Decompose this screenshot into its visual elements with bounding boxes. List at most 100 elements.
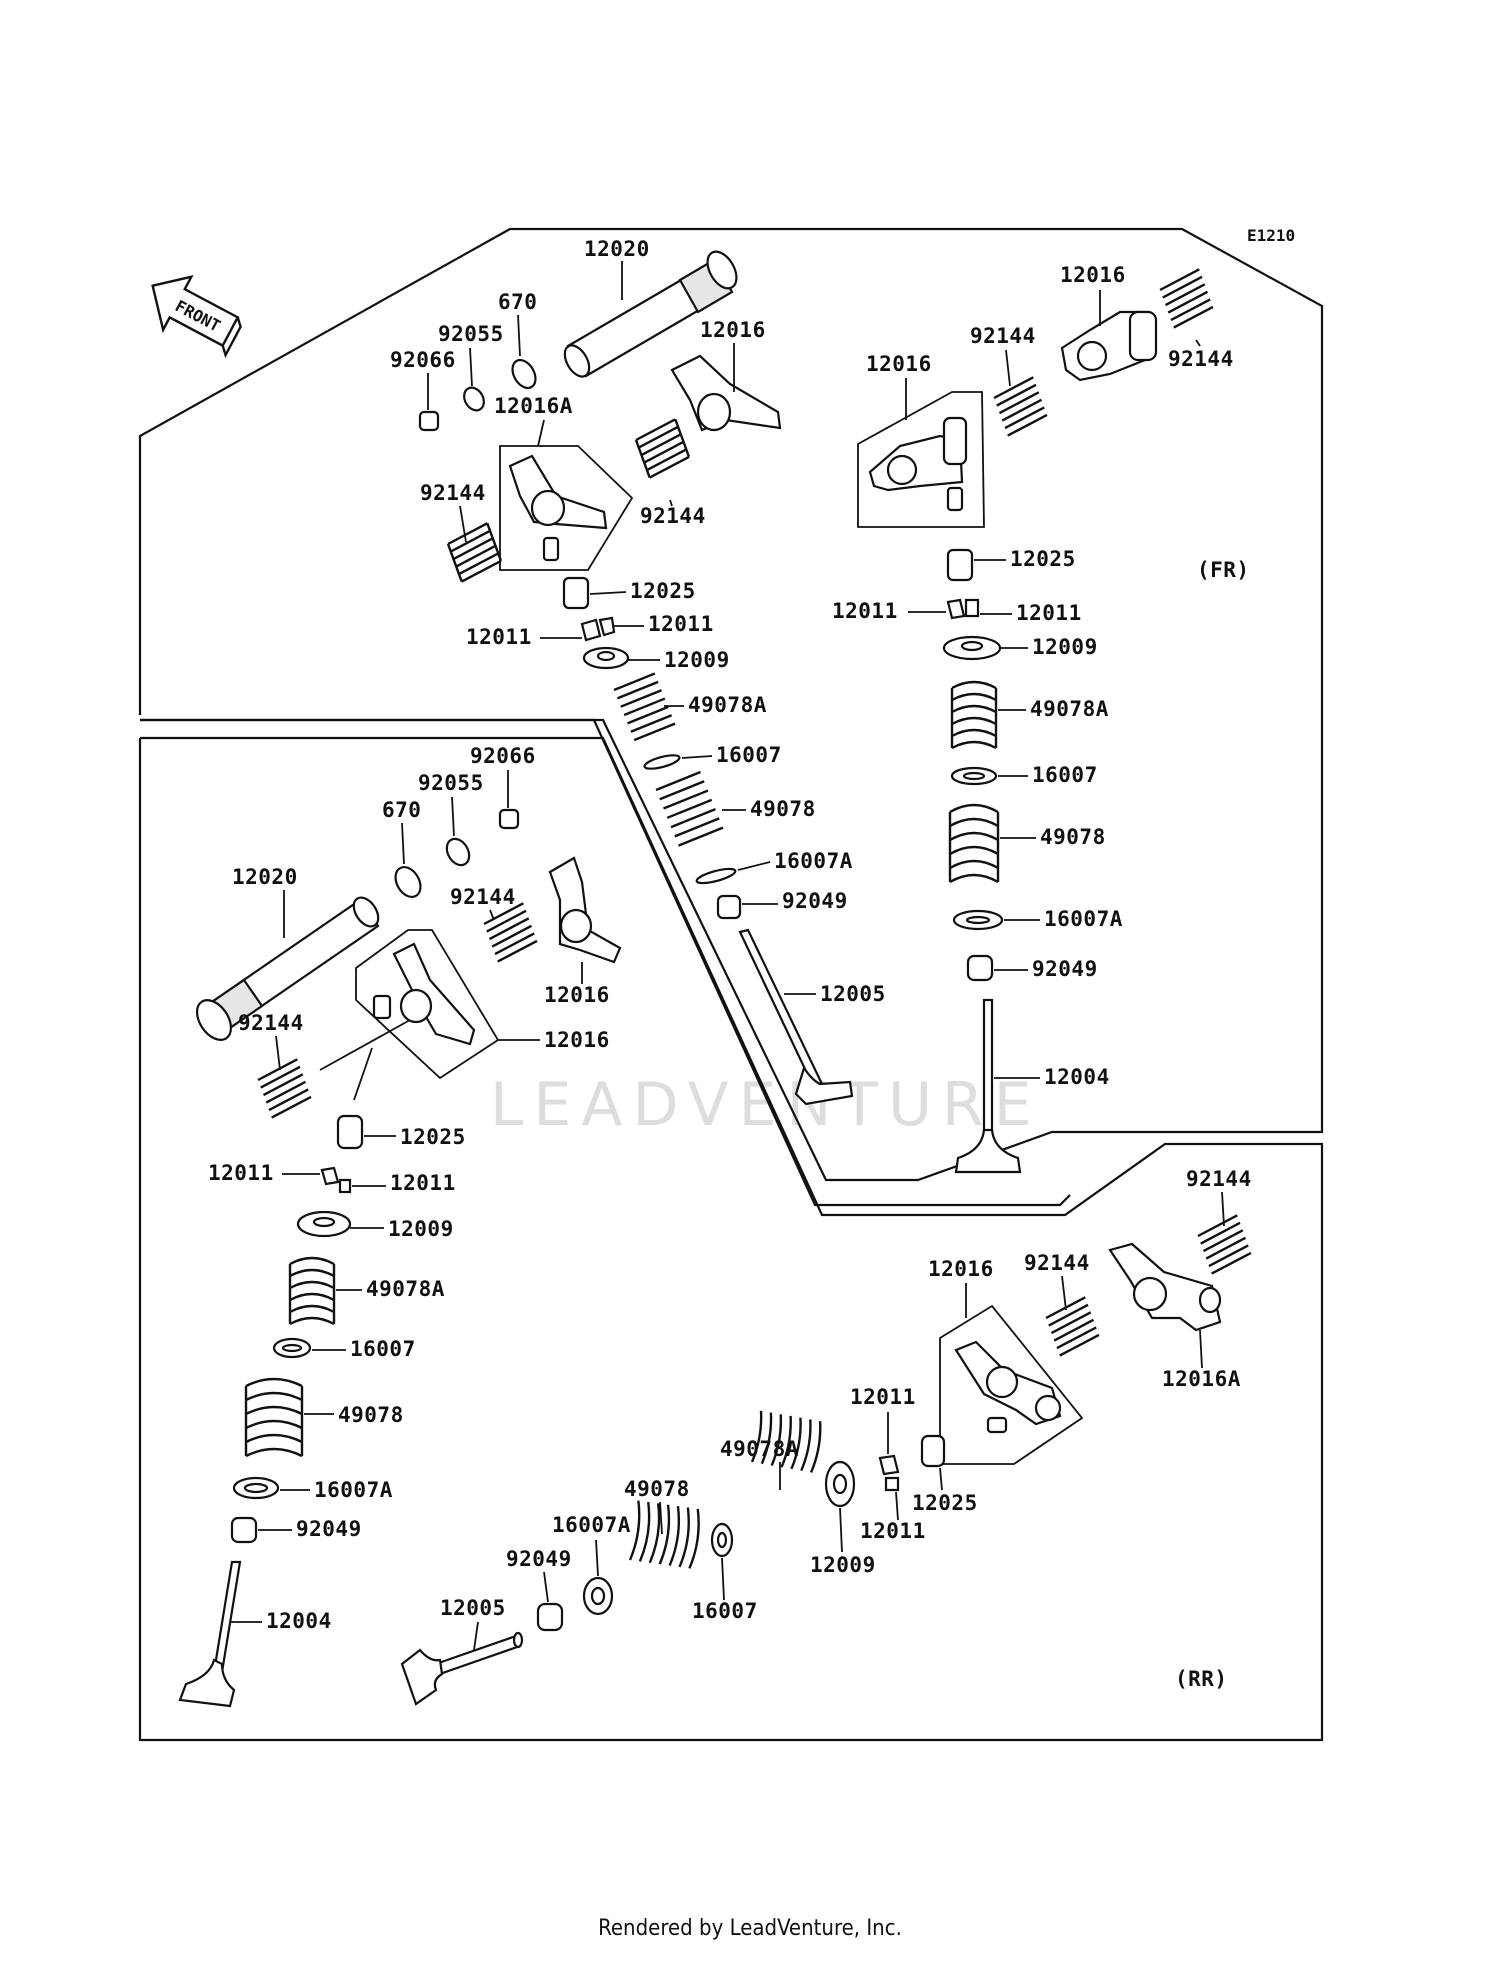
spring (634, 418, 691, 479)
spring (950, 680, 998, 750)
part-label: 12016 (700, 318, 766, 342)
part-label: 16007 (692, 1599, 758, 1623)
part-label: 16007A (314, 1478, 393, 1502)
part-label: 12011 (466, 625, 532, 649)
adjuster (562, 576, 590, 610)
rocker-arm (548, 856, 622, 964)
cotter (598, 616, 616, 637)
part-label: 12016 (928, 1257, 994, 1281)
o-ring (463, 386, 485, 412)
part-label: 49078 (1040, 825, 1106, 849)
section-label-rear: (RR) (1175, 1667, 1228, 1691)
front-section-frame (138, 227, 1324, 1182)
part-label: 49078A (688, 693, 767, 717)
part-label: 12011 (832, 599, 898, 623)
spring (993, 376, 1048, 437)
part-label: 92049 (506, 1547, 572, 1571)
part-label: 16007 (350, 1337, 416, 1361)
part-label: 12016A (1162, 1367, 1241, 1391)
rocker-arm (954, 1340, 1062, 1434)
part-label: 92066 (390, 348, 456, 372)
part-label: 670 (382, 798, 421, 822)
part-label: 12005 (440, 1596, 506, 1620)
part-label: 92144 (640, 504, 706, 528)
part-label: 92144 (970, 324, 1036, 348)
spring (244, 1377, 304, 1458)
spring-seat (643, 754, 681, 770)
rocker-arm (372, 942, 476, 1046)
part-label: 12011 (1016, 601, 1082, 625)
part-label: 12009 (664, 648, 730, 672)
o-ring (445, 837, 471, 867)
part-label: 92144 (238, 1011, 304, 1035)
part-label: 92049 (296, 1517, 362, 1541)
valve-seal (230, 1516, 258, 1544)
spring (446, 522, 503, 583)
part-label: 12016A (494, 394, 573, 418)
cotter (320, 1166, 340, 1186)
part-label: 16007A (1044, 907, 1123, 931)
part-label: 49078 (624, 1477, 690, 1501)
rocker-shaft (195, 896, 380, 1041)
footer-credit: Rendered by LeadVenture, Inc. (598, 1916, 902, 1941)
spring (613, 672, 676, 742)
part-label: 12011 (860, 1519, 926, 1543)
rocker-arm (508, 454, 608, 562)
rocker-arm (1108, 1242, 1222, 1332)
part-label: 12009 (1032, 635, 1098, 659)
part-label: 12011 (208, 1161, 274, 1185)
o-ring (511, 358, 537, 390)
part-label: 12004 (266, 1609, 332, 1633)
spring (628, 1500, 700, 1569)
part-label: 12011 (850, 1385, 916, 1409)
part-label: 12011 (390, 1171, 456, 1195)
o-ring (394, 865, 422, 899)
diagram-code: E1210 (1247, 226, 1295, 245)
part-label: 92066 (470, 744, 536, 768)
part-label: 670 (498, 290, 537, 314)
front-section-inner-frame (140, 718, 1071, 1207)
cotter (580, 618, 602, 642)
part-label: 92049 (1032, 957, 1098, 981)
cotter (878, 1454, 900, 1476)
spring (750, 1410, 822, 1473)
spring (1045, 1296, 1100, 1357)
valve (400, 1631, 524, 1706)
part-label: 16007 (716, 743, 782, 767)
cap (418, 410, 440, 432)
valve (178, 1560, 242, 1708)
rocker-arm (670, 354, 782, 432)
valve-seal (966, 954, 994, 982)
part-label: 92144 (1024, 1251, 1090, 1275)
part-label: 92144 (1168, 347, 1234, 371)
cotter (964, 598, 980, 618)
part-label: 49078A (366, 1277, 445, 1301)
subassembly-box (857, 391, 985, 528)
rocker-shaft (563, 250, 738, 378)
part-label: 12025 (1010, 547, 1076, 571)
part-label: 49078A (1030, 697, 1109, 721)
spring (257, 1058, 312, 1119)
cotter (884, 1476, 900, 1492)
rocker-arm (868, 416, 968, 512)
rear-section-frame (138, 736, 1324, 1742)
part-label: 92144 (1186, 1167, 1252, 1191)
part-label: 12020 (232, 865, 298, 889)
watermark: LEADVENTURE (490, 1070, 1042, 1140)
part-label: 12016 (544, 983, 610, 1007)
part-label: 12025 (630, 579, 696, 603)
spring (288, 1256, 336, 1326)
spring-seat (695, 867, 737, 885)
part-label: 12016 (544, 1028, 610, 1052)
adjuster (336, 1114, 364, 1150)
part-label: 49078A (720, 1437, 799, 1461)
cotter (946, 598, 966, 620)
rocker-arm (1060, 310, 1158, 382)
front-arrow-icon: FRONT (151, 275, 242, 359)
part-label: 12025 (400, 1125, 466, 1149)
spring (948, 803, 1000, 884)
part-label: 92144 (450, 885, 516, 909)
cap (498, 808, 520, 830)
part-label: 12009 (388, 1217, 454, 1241)
